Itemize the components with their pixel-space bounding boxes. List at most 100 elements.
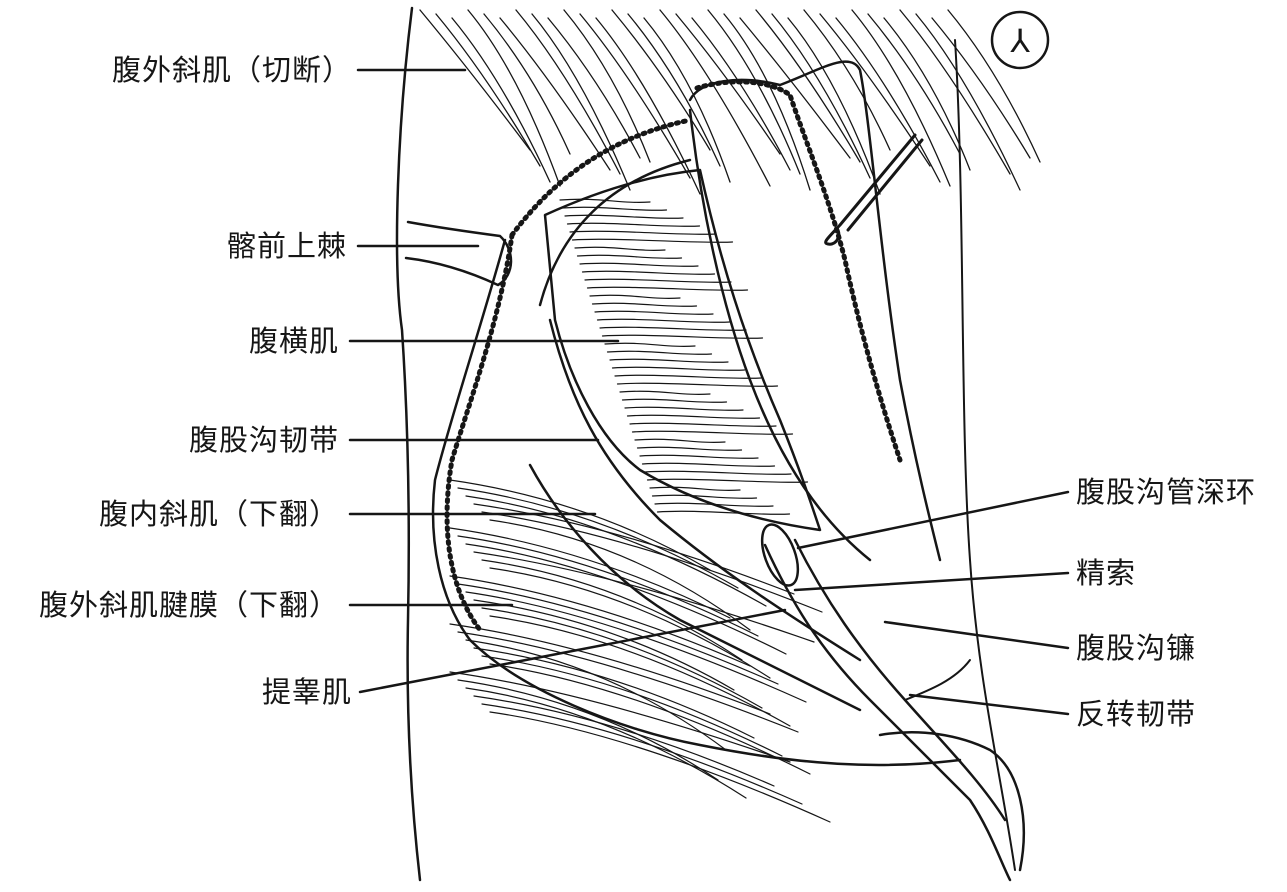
arched-dotted-edge (509, 117, 693, 238)
label-falx: 腹股沟镰 (1076, 631, 1197, 665)
aponeurosis-fibres (449, 479, 831, 823)
fibre-line (616, 382, 779, 387)
fibre-line (473, 647, 755, 739)
aponeurosis-dotted-edge (444, 232, 515, 633)
fibre-line (457, 487, 739, 589)
internal-oblique-edge (528, 463, 862, 712)
flap-edge-dotted (694, 79, 903, 463)
fibre-line (489, 567, 771, 679)
fibre-line (531, 13, 631, 191)
transversus-fibres (559, 198, 809, 515)
fibre-line (851, 9, 951, 187)
fibre-line (899, 9, 1011, 175)
fibre-line (631, 430, 794, 435)
fibre-line (563, 9, 651, 163)
fibre-line (449, 623, 771, 715)
label-transversus: 腹横肌 (248, 324, 339, 358)
fibre-line (489, 615, 791, 727)
fibre-line (595, 17, 701, 195)
fibre-line (449, 671, 791, 763)
label-external-oblique-cut: 腹外斜肌（切断） (111, 53, 352, 87)
label-internal-oblique: 腹内斜肌（下翻） (98, 497, 339, 531)
label-spermatic-cord: 精索 (1076, 556, 1137, 590)
fibre-line (819, 13, 931, 167)
fibre-line (619, 390, 711, 395)
fibre-line (559, 198, 651, 203)
fibre-line (481, 655, 783, 757)
leader-cremaster (358, 608, 787, 694)
fibre-line (624, 406, 744, 411)
fibre-line (644, 470, 792, 475)
fibre-line (457, 679, 719, 781)
inguinal-ligament-edge (548, 318, 862, 662)
fibre-line (571, 238, 734, 243)
asis-bone (404, 220, 513, 287)
fibre-line (646, 478, 809, 483)
fibre-line (643, 17, 731, 183)
aponeurosis-flap (431, 238, 962, 767)
leader-spermatic-cord (793, 571, 1070, 592)
fibre-line (584, 278, 732, 283)
fibre-line (611, 9, 711, 151)
leader-deep-ring (796, 490, 1070, 550)
fibre-line (636, 446, 743, 451)
fibre-line (835, 17, 941, 183)
body-outline-right (954, 39, 1016, 871)
fibre-line (723, 13, 811, 191)
fibre-line (947, 9, 1041, 163)
fibre-line (481, 559, 743, 661)
fibre-line (621, 398, 728, 403)
fibre-line (467, 9, 561, 187)
fibre-line (599, 326, 747, 331)
fibre-line (465, 591, 807, 703)
retractor-hook (824, 133, 917, 246)
reflected-ligament-fold-2 (904, 659, 971, 701)
spermatic-cord (763, 543, 1012, 882)
fibre-line (473, 695, 775, 787)
fibre-line (883, 17, 971, 171)
fibre-line (755, 9, 861, 163)
fibre-line (579, 13, 691, 179)
fibre-line (457, 535, 759, 637)
fibre-line (641, 462, 776, 467)
fibre-line (449, 527, 731, 619)
fibre-line (591, 302, 698, 307)
fibre-line (629, 422, 777, 427)
arched-inner-edge (538, 158, 692, 307)
fibre-line (651, 494, 758, 499)
fibre-line (419, 9, 531, 151)
fibre-line (465, 687, 747, 799)
external-oblique-fibres (419, 9, 1041, 195)
orientation-badge-circle (990, 10, 1050, 70)
fibre-line (435, 13, 541, 167)
fibre-line (596, 318, 731, 323)
fibre-line (489, 663, 811, 775)
label-cremaster: 提睾肌 (261, 675, 352, 709)
label-external-aponeurosis: 腹外斜肌腱膜（下翻） (38, 588, 339, 622)
fibre-line (581, 270, 716, 275)
fibre-line (771, 13, 871, 179)
fibre-line (656, 510, 791, 515)
fibre-line (626, 414, 761, 419)
fibre-line (574, 246, 666, 251)
fibre-line (457, 583, 779, 685)
orientation-badge: ⅄ (1009, 22, 1030, 60)
leader-lines (348, 68, 1070, 716)
fibre-line (481, 703, 803, 805)
fibre-line (569, 230, 717, 235)
fibre-line (561, 206, 668, 211)
fibre-line (481, 607, 763, 709)
retractor-hook-2 (846, 138, 924, 232)
fibre-line (457, 631, 799, 733)
fibre-line (649, 486, 741, 491)
fibre-line (675, 13, 781, 155)
body-outline (395, 6, 422, 882)
fibre-line (915, 13, 1021, 191)
fibre-line (787, 17, 881, 195)
fibre-line (586, 286, 749, 291)
fibre-line (931, 17, 1031, 159)
fibre-line (465, 639, 727, 751)
fibre-line (691, 17, 791, 171)
